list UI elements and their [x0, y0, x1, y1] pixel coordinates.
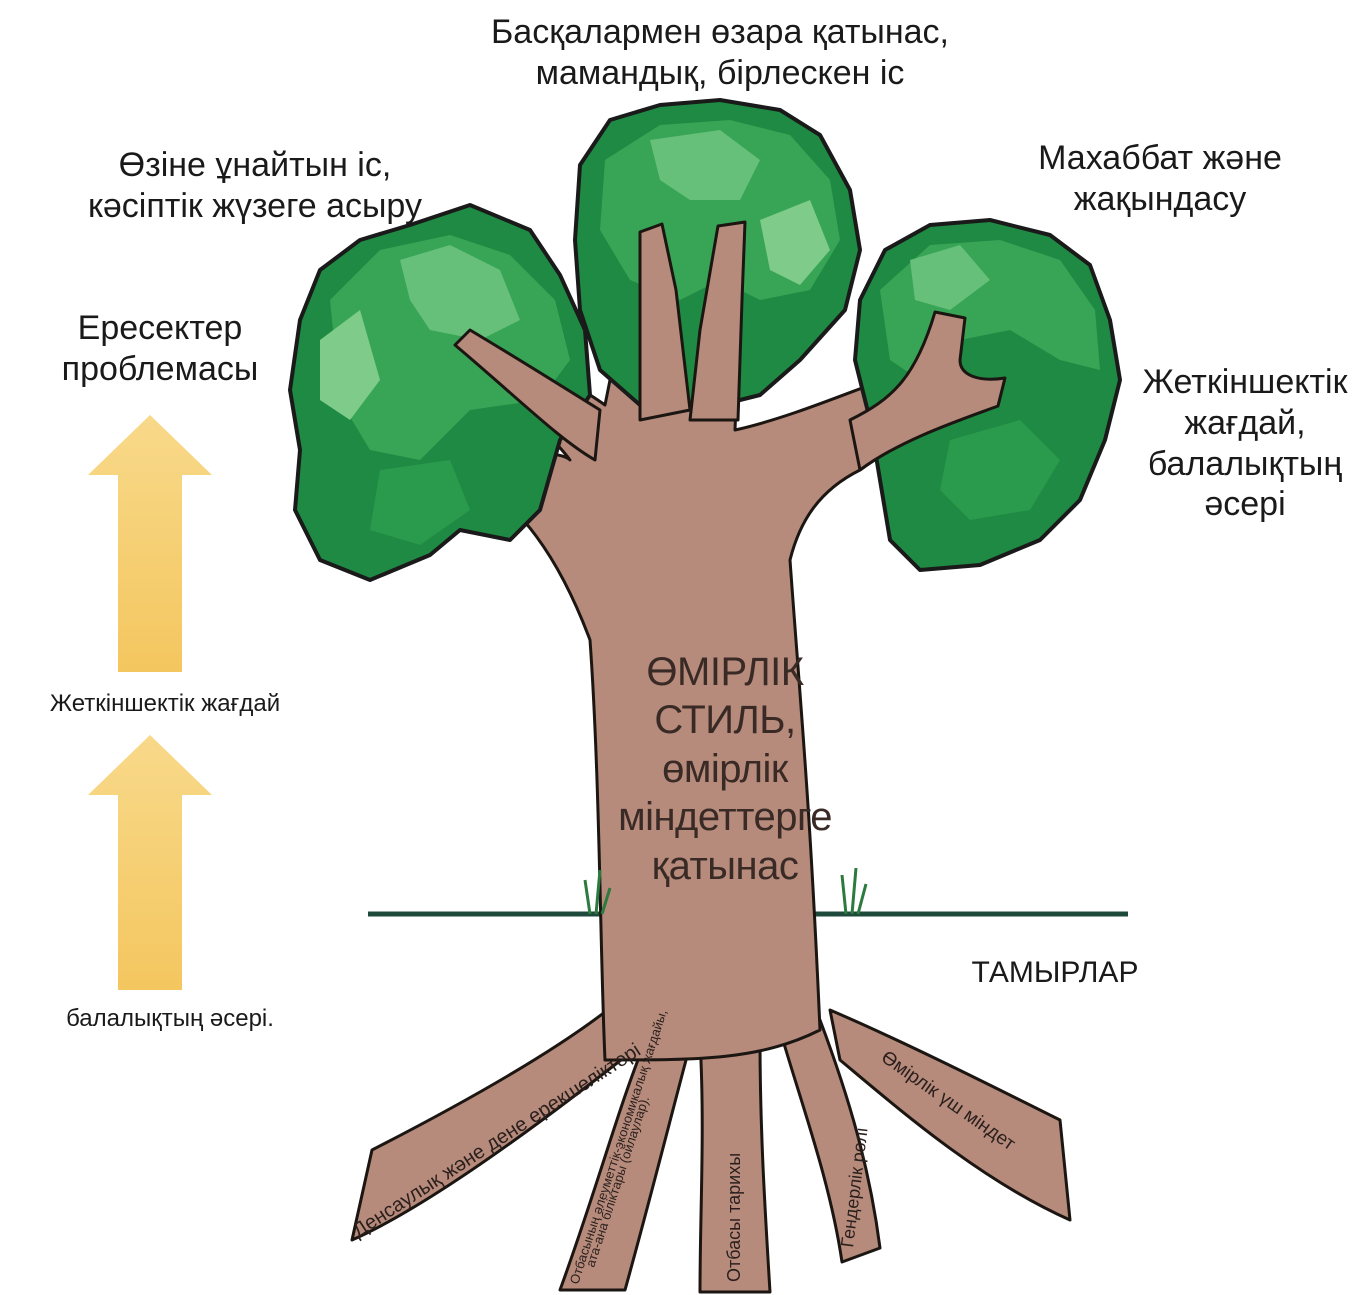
label-adolescent-right: Жеткіншектік жағдай, балалықтың әсері	[1120, 362, 1367, 525]
label-roots: ТАМЫРЛАР	[930, 955, 1180, 991]
root-label-family-history: Отбасы тарихы	[724, 1153, 744, 1282]
trunk-line-4: міндеттерге	[560, 793, 890, 841]
trunk-text: ӨМІРЛІК СТИЛЬ, өмірлік міндеттерге қатын…	[560, 648, 890, 890]
growth-arrow-lower	[88, 735, 212, 990]
growth-arrow-upper	[88, 415, 212, 672]
label-childhood-influence: балалықтың әсері.	[25, 1005, 315, 1034]
label-self-realization: Өзіне ұнайтын іс, кәсіптік жүзеге асыру	[60, 145, 450, 227]
label-love-intimacy: Махаббат және жақындасу	[1010, 138, 1310, 220]
label-adolescent-left: Жеткіншектік жағдай	[0, 690, 330, 719]
trunk-line-3: өмірлік	[560, 745, 890, 793]
label-relationships: Басқалармен өзара қатынас, мамандық, бір…	[430, 12, 1010, 94]
label-adult-problems: Ересектер проблемасы	[40, 308, 280, 390]
trunk-line-5: қатынас	[560, 842, 890, 890]
trunk-line-2: СТИЛЬ,	[560, 696, 890, 744]
trunk-line-1: ӨМІРЛІК	[560, 648, 890, 696]
